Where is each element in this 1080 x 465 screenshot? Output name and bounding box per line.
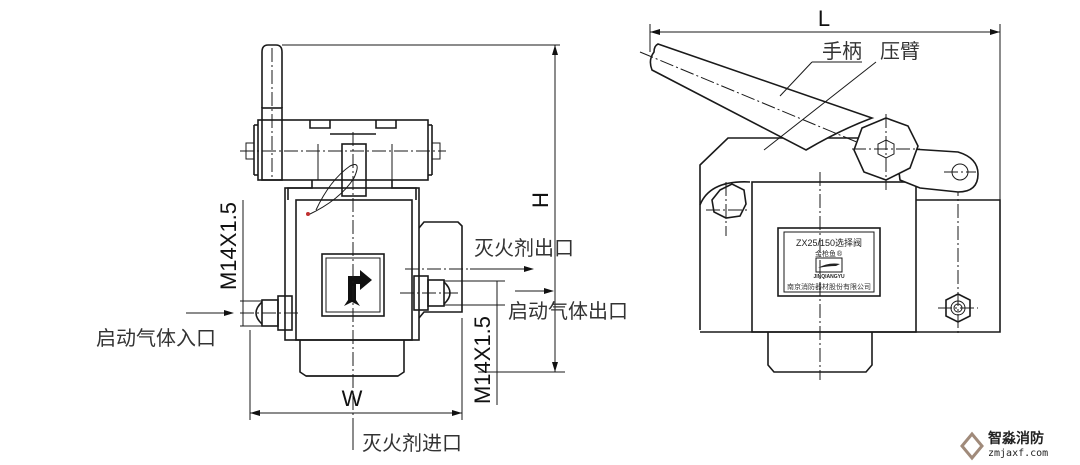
- dimension-l-label: L: [818, 6, 830, 31]
- nameplate-brand-cn: 金枪鱼®: [815, 249, 843, 258]
- brand-logo-icon: [815, 257, 843, 273]
- watermark-url: zmjaxf.com: [988, 448, 1048, 459]
- handle-label: 手柄: [822, 39, 862, 63]
- side-handle: [649, 43, 875, 151]
- yoke-block: [257, 119, 429, 181]
- front-dimensions: H W M14X1.5 M14X1.5: [186, 44, 565, 450]
- nameplate-brand-en: JINQIANGYU: [813, 274, 845, 280]
- press-arm-label: 压臂: [880, 39, 920, 63]
- gas-outlet-label: 启动气体出口: [508, 299, 628, 323]
- press-arm: [895, 147, 979, 193]
- side-dimensions: L: [649, 6, 1001, 200]
- hex-bolt-left: [711, 183, 747, 219]
- dimension-w-label: W: [342, 386, 363, 411]
- nameplate: [777, 227, 881, 297]
- thread-right-label: M14X1.5: [470, 316, 495, 404]
- agent-inlet-label: 灭火剂进口: [362, 431, 462, 455]
- watermark-logo-icon: [960, 431, 984, 461]
- side-housing: [699, 137, 880, 330]
- watermark-name: 智淼消防: [987, 430, 1044, 447]
- nameplate-model: ZX25/150选择阀: [796, 237, 862, 248]
- valve-body: [284, 187, 420, 341]
- watermark: 智淼消防 zmjaxf.com: [960, 430, 1048, 461]
- gas-inlet-label: 启动气体入口: [96, 326, 216, 350]
- nameplate-company: 南京消防器材股份有限公司: [787, 282, 871, 291]
- thread-left-label: M14X1.5: [216, 202, 241, 290]
- agent-outlet-label: 灭火剂出口: [474, 236, 574, 260]
- front-handle: [261, 44, 283, 108]
- lead-seal-wire: [307, 164, 358, 216]
- side-view: ZX25/150选择阀 金枪鱼® JINQIANGYU 南京消防器材股份有限公司: [639, 43, 1001, 380]
- dimension-h-label: H: [528, 192, 553, 208]
- front-view: [240, 44, 470, 450]
- direction-arrow-icon: [344, 270, 372, 306]
